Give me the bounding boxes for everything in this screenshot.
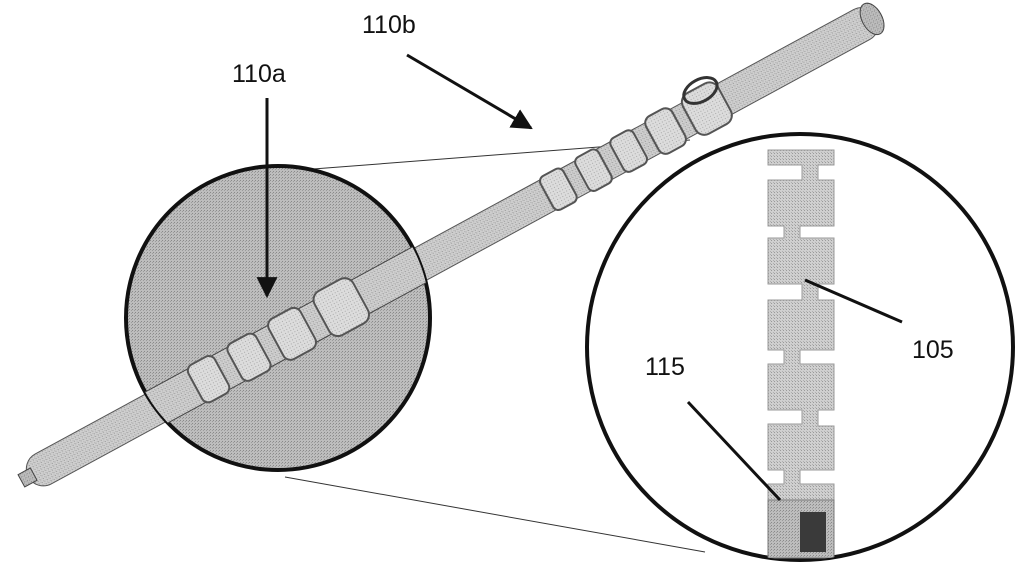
label-110b: 110b: [362, 11, 416, 39]
magnifier-circle-right: [585, 132, 1015, 562]
label-115: 115: [645, 353, 685, 381]
tube-end-cap: [859, 2, 885, 36]
leader-line-115: [686, 400, 782, 502]
magnifier-circle-left: [124, 164, 432, 472]
label-105: 105: [912, 336, 954, 364]
reference-pointers: [256, 53, 903, 502]
interlocking-cut-pattern: [767, 149, 835, 559]
tube-flex-segments: [538, 81, 733, 212]
connector-line-bottom: [284, 476, 706, 553]
tube-ring: [682, 76, 719, 105]
leader-line-105: [804, 278, 903, 324]
arrow-110b: [406, 53, 533, 130]
distal-tip-marker: [800, 512, 826, 552]
tube-tip: [17, 467, 38, 488]
label-110a: 110a: [232, 60, 286, 88]
